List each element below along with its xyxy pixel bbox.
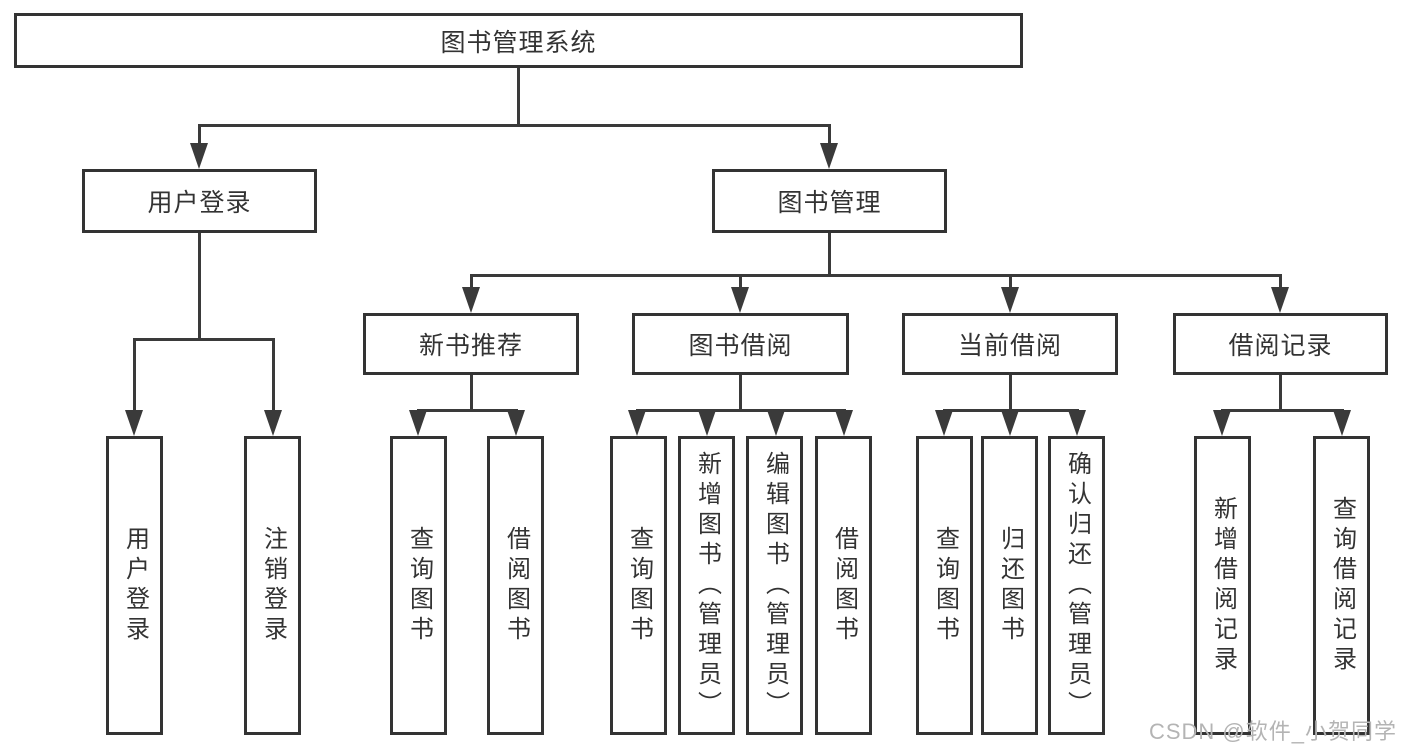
leaf-query-borrow-record: 查询借阅记录 (1313, 436, 1370, 735)
arrowhead-down-icon (462, 287, 480, 313)
leaf-label: 查询图书 (625, 525, 653, 646)
arrowhead-down-icon (264, 410, 282, 436)
node-user-login: 用户登录 (82, 169, 317, 233)
arrowhead-down-icon (1271, 287, 1289, 313)
leaf-label: 编辑图书（管理员） (761, 450, 789, 721)
arrowhead-down-icon (125, 410, 143, 436)
leaf-label: 新增图书（管理员） (693, 450, 721, 721)
arrowhead-down-icon (1001, 287, 1019, 313)
connector-line (1278, 375, 1282, 412)
leaf-label: 查询图书 (931, 525, 959, 646)
arrowhead-down-icon (190, 143, 208, 169)
arrowhead-down-icon (767, 410, 785, 436)
connector-line (416, 408, 518, 412)
connector-line (635, 408, 846, 412)
leaf-label: 借阅图书 (502, 525, 530, 646)
leaf-label: 归还图书 (996, 525, 1024, 646)
leaf-query-books-current: 查询图书 (916, 436, 973, 735)
connector-line (827, 125, 831, 145)
leaf-user-login: 用户登录 (106, 436, 163, 735)
node-library-management-system: 图书管理系统 (14, 13, 1023, 68)
arrowhead-down-icon (1333, 410, 1351, 436)
leaf-label: 借阅图书 (830, 525, 858, 646)
arrowhead-down-icon (1001, 410, 1019, 436)
connector-line (132, 337, 275, 341)
connector-line (469, 275, 473, 289)
connector-line (738, 375, 742, 412)
arrowhead-down-icon (628, 410, 646, 436)
leaf-edit-books-admin: 编辑图书（管理员） (746, 436, 803, 735)
leaf-query-books-recommend: 查询图书 (390, 436, 447, 735)
connector-line (271, 339, 275, 412)
arrowhead-down-icon (820, 143, 838, 169)
leaf-label: 新增借阅记录 (1209, 495, 1237, 676)
connector-line (1278, 275, 1282, 289)
arrowhead-down-icon (507, 410, 525, 436)
leaf-borrow-books-recommend: 借阅图书 (487, 436, 544, 735)
connector-line (1220, 408, 1344, 412)
connector-line (469, 375, 473, 412)
csdn-watermark: CSDN @软件_小贺同学 (1148, 719, 1397, 744)
arrowhead-down-icon (835, 410, 853, 436)
arrowhead-down-icon (731, 287, 749, 313)
leaf-return-books: 归还图书 (981, 436, 1038, 735)
arrowhead-down-icon (698, 410, 716, 436)
leaf-label: 查询借阅记录 (1328, 495, 1356, 676)
leaf-add-books-admin: 新增图书（管理员） (678, 436, 735, 735)
connector-line (1008, 375, 1012, 412)
leaf-label: 注销登录 (259, 525, 287, 646)
node-book-management: 图书管理 (712, 169, 947, 233)
arrowhead-down-icon (409, 410, 427, 436)
node-label: 图书借阅 (688, 332, 793, 360)
arrowhead-down-icon (1068, 410, 1086, 436)
leaf-confirm-return-admin: 确认归还（管理员） (1048, 436, 1105, 735)
leaf-query-books-borrowing: 查询图书 (610, 436, 667, 735)
leaf-logout: 注销登录 (244, 436, 301, 735)
arrowhead-down-icon (935, 410, 953, 436)
connector-line (197, 123, 831, 127)
connector-line (738, 275, 742, 289)
node-book-borrowing: 图书借阅 (632, 313, 849, 375)
leaf-label: 用户登录 (121, 525, 149, 646)
leaf-add-borrow-record: 新增借阅记录 (1194, 436, 1251, 735)
leaf-label: 确认归还（管理员） (1063, 450, 1091, 721)
connector-line (197, 125, 201, 145)
node-borrowing-records: 借阅记录 (1173, 313, 1388, 375)
leaf-label: 查询图书 (405, 525, 433, 646)
node-label: 新书推荐 (418, 332, 523, 360)
leaf-borrow-books: 借阅图书 (815, 436, 872, 735)
connector-line (1008, 275, 1012, 289)
node-label: 当前借阅 (957, 332, 1062, 360)
arrowhead-down-icon (1213, 410, 1231, 436)
node-label: 借阅记录 (1228, 332, 1333, 360)
node-label: 用户登录 (147, 189, 252, 217)
node-new-book-recommend: 新书推荐 (363, 313, 579, 375)
node-current-borrowing: 当前借阅 (902, 313, 1118, 375)
connector-line (827, 233, 831, 277)
connector-line (516, 68, 520, 127)
node-label: 图书管理系统 (440, 28, 597, 57)
connector-line (132, 339, 136, 412)
node-label: 图书管理 (777, 189, 882, 217)
connector-line (197, 233, 201, 341)
connector-line (469, 273, 1282, 277)
